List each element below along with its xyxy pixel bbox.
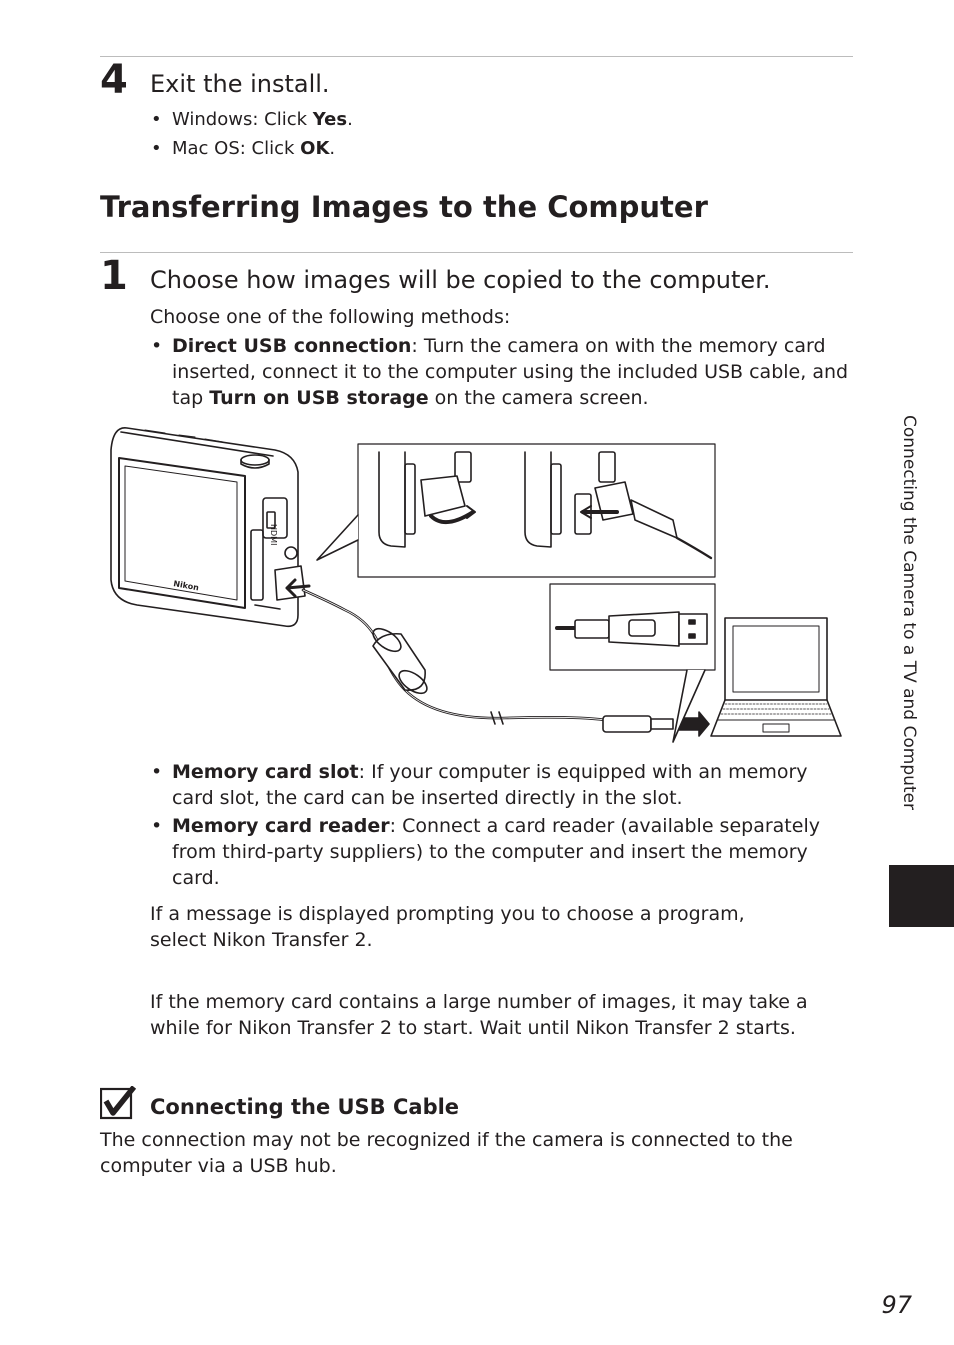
section-divider (100, 252, 853, 253)
camera-illustration (110, 427, 299, 628)
method-list-1: Direct USB connection: Turn the camera o… (150, 333, 850, 411)
brand-label: Nikon (173, 579, 200, 592)
step-4-title: Exit the install. (150, 70, 330, 98)
usb-plug (602, 715, 674, 733)
top-divider (100, 56, 853, 57)
chapter-side-label: Connecting the Camera to a TV and Comput… (899, 415, 919, 811)
laptop-illustration (710, 617, 842, 737)
step-4-number: 4 (100, 57, 128, 103)
list-item: Mac OS: Click OK. (150, 134, 353, 163)
step-1-intro: Choose one of the following methods: (150, 306, 511, 328)
hdmi-label: HDMI (269, 524, 278, 545)
step-1-title: Choose how images will be copied to the … (150, 266, 771, 294)
page-number: 97 (881, 1291, 912, 1319)
step-1-number: 1 (100, 253, 128, 299)
list-item: Memory card slot: If your computer is eq… (150, 759, 850, 811)
checkmark-icon (100, 1086, 136, 1120)
usb-cable (301, 588, 607, 722)
usb-connection-illustration: HDMI Nikon (110, 427, 842, 743)
list-item: Memory card reader: Connect a card reade… (150, 813, 850, 891)
direction-arrow (678, 711, 710, 737)
list-item: Direct USB connection: Turn the camera o… (150, 333, 850, 411)
usb-connector-detail-inset (549, 583, 716, 743)
camera-port-detail-inset (316, 443, 716, 578)
ferrite-core (372, 627, 428, 695)
section-title: Transferring Images to the Computer (100, 190, 708, 224)
step-4-list: Windows: Click Yes. Mac OS: Click OK. (150, 105, 353, 163)
large-card-paragraph: If the memory card contains a large numb… (150, 991, 808, 1039)
note-title: Connecting the USB Cable (150, 1095, 460, 1119)
method-list-2: Memory card slot: If your computer is eq… (150, 759, 850, 891)
chapter-tab-marker (889, 865, 954, 927)
note-body: The connection may not be recognized if … (100, 1129, 793, 1177)
list-item: Windows: Click Yes. (150, 105, 353, 134)
program-select-paragraph: If a message is displayed prompting you … (150, 903, 745, 951)
